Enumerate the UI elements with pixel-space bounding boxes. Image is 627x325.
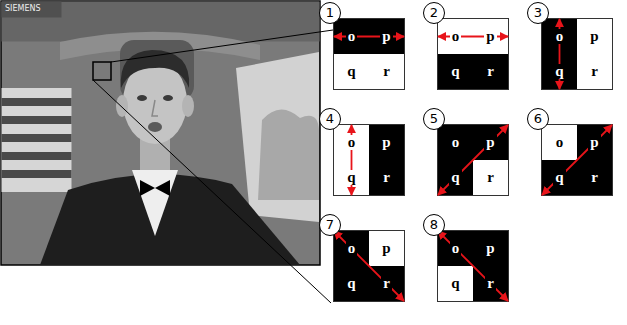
pattern-panel: 2opqr — [437, 18, 509, 90]
pattern-panel: 7opqr — [333, 230, 405, 302]
cell-label: p — [484, 135, 496, 151]
cell-label: r — [485, 170, 496, 186]
cell-label: p — [380, 135, 392, 151]
cell-label: q — [553, 170, 565, 186]
watermark: SIEMENS — [5, 4, 41, 13]
grid-cell: p — [369, 125, 404, 160]
red-arrow — [334, 231, 404, 301]
cell-label: q — [345, 170, 357, 186]
callout-number: 6 — [527, 108, 549, 130]
cell-label: r — [589, 64, 600, 80]
red-arrow — [438, 36, 508, 38]
grid-cell: p — [369, 231, 404, 266]
callout-number: 7 — [319, 214, 341, 236]
callout-number: 8 — [423, 214, 445, 236]
callout-number: 5 — [423, 108, 445, 130]
cell-label: q — [449, 276, 461, 292]
grid-cell: p — [473, 19, 508, 54]
grid-cell: p — [473, 125, 508, 160]
red-arrow — [542, 125, 612, 195]
grid-cell: o — [542, 19, 577, 54]
cell-label: q — [345, 64, 357, 80]
grid-cell: p — [473, 231, 508, 266]
grid-cell: o — [334, 19, 369, 54]
cell-label: r — [485, 276, 496, 292]
grid-cell: o — [438, 231, 473, 266]
grid-cell: r — [473, 54, 508, 89]
cell-label: o — [450, 135, 462, 151]
grid-cell: q — [334, 54, 369, 89]
grid-cell: r — [473, 266, 508, 301]
callout-number: 3 — [527, 2, 549, 24]
grid-cell: q — [438, 54, 473, 89]
cell-label: q — [553, 64, 565, 80]
grid-cell: r — [369, 266, 404, 301]
red-arrow — [334, 36, 404, 38]
cell-label: r — [589, 170, 600, 186]
pattern-panel: 3opqr — [541, 18, 613, 90]
cell-label: o — [346, 241, 358, 257]
cell-label: q — [345, 276, 357, 292]
pattern-panel: 4opqr — [333, 124, 405, 196]
cell-label: r — [381, 64, 392, 80]
grid-cell: r — [369, 54, 404, 89]
grid-cell: q — [334, 266, 369, 301]
cell-label: p — [484, 241, 496, 257]
cell-label: r — [485, 64, 496, 80]
grid-cell: o — [438, 125, 473, 160]
grid-cell: p — [577, 125, 612, 160]
grid-cell: r — [577, 160, 612, 195]
cell-label: p — [588, 29, 600, 45]
red-arrow — [351, 125, 353, 195]
cell-label: o — [450, 241, 462, 257]
cell-label: o — [554, 29, 566, 45]
pattern-panel: 1opqr — [333, 18, 405, 90]
grid-cell: q — [438, 266, 473, 301]
cell-label: p — [484, 29, 496, 45]
red-arrow — [559, 19, 561, 89]
callout-number: 1 — [319, 2, 341, 24]
grid-cell: o — [334, 231, 369, 266]
cell-label: q — [449, 64, 461, 80]
grid-cell: q — [542, 54, 577, 89]
cell-label: p — [588, 135, 600, 151]
pattern-panel: 5opqr — [437, 124, 509, 196]
cell-label: q — [449, 170, 461, 186]
grid-cell: q — [334, 160, 369, 195]
cell-label: r — [381, 276, 392, 292]
cell-label: r — [381, 170, 392, 186]
callout-number: 2 — [423, 2, 445, 24]
cell-label: o — [554, 135, 566, 151]
cell-label: o — [346, 135, 358, 151]
grid-cell: q — [438, 160, 473, 195]
red-arrow — [438, 125, 508, 195]
pattern-panel: 8opqr — [437, 230, 509, 302]
cell-label: o — [450, 29, 462, 45]
red-arrow — [438, 231, 508, 301]
grid-cell: r — [473, 160, 508, 195]
grid-cell: o — [438, 19, 473, 54]
grid-cell: q — [542, 160, 577, 195]
grid-cell: o — [542, 125, 577, 160]
cell-label: p — [380, 241, 392, 257]
grid-cell: r — [577, 54, 612, 89]
cell-label: p — [380, 29, 392, 45]
pattern-panel: 6opqr — [541, 124, 613, 196]
grid-cell: p — [577, 19, 612, 54]
grid-cell: o — [334, 125, 369, 160]
callout-number: 4 — [319, 108, 341, 130]
grid-cell: p — [369, 19, 404, 54]
grid-cell: r — [369, 160, 404, 195]
cell-label: o — [346, 29, 358, 45]
